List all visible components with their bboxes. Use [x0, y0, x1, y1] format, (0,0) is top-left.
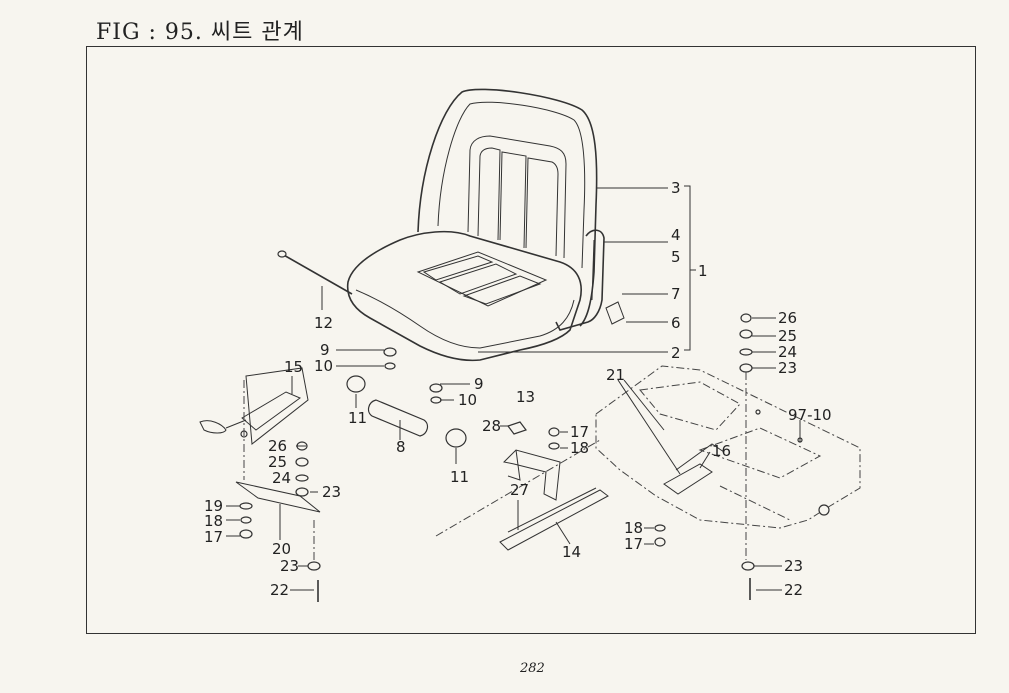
callout-18a: 18 — [204, 512, 223, 530]
callout-7: 7 — [671, 285, 681, 303]
callout-25b: 25 — [778, 327, 797, 345]
callout-8: 8 — [396, 438, 406, 456]
frame-97-10 — [595, 365, 861, 529]
washer-18 — [548, 442, 560, 450]
nut-stack-right — [654, 313, 755, 600]
callout-14: 14 — [562, 543, 581, 561]
callout-97-10: 97-10 — [788, 406, 832, 424]
callout-13: 13 — [516, 388, 535, 406]
bracket-27 — [502, 421, 561, 501]
rail-14 — [435, 439, 609, 551]
callout-10a: 10 — [314, 357, 333, 375]
callout-16: 16 — [712, 442, 731, 460]
callout-9a: 9 — [320, 341, 330, 359]
callout-11b: 11 — [450, 468, 469, 486]
bolt-12 — [277, 250, 353, 295]
nut-17 — [548, 427, 560, 437]
washer-9a — [383, 347, 397, 357]
callout-12: 12 — [314, 314, 333, 332]
bracket-15 — [199, 367, 309, 445]
washer-9b — [429, 383, 443, 393]
leader-lines — [226, 185, 801, 591]
callout-1: 1 — [698, 262, 708, 280]
callout-18b: 18 — [570, 439, 589, 457]
callout-23c: 23 — [778, 359, 797, 377]
callout-23a: 23 — [322, 483, 341, 501]
figure-title: FIG : 95. 씨트 관계 — [96, 20, 304, 45]
plate-20 — [235, 380, 321, 513]
callout-23b: 23 — [280, 557, 299, 575]
callout-24a: 24 — [272, 469, 291, 487]
damper-8 — [346, 375, 467, 448]
callout-28: 28 — [482, 417, 501, 435]
page-number: 282 — [520, 661, 545, 676]
washer-10a — [384, 362, 396, 370]
callout-2: 2 — [671, 344, 681, 362]
callout-17a: 17 — [204, 528, 223, 546]
diagram-frame — [86, 46, 976, 634]
callout-18c: 18 — [624, 519, 643, 537]
callout-19: 19 — [204, 497, 223, 515]
callout-24b: 24 — [778, 343, 797, 361]
callout-17c: 17 — [624, 535, 643, 553]
callout-20: 20 — [272, 540, 291, 558]
callout-25a: 25 — [268, 453, 287, 471]
callout-11a: 11 — [348, 409, 367, 427]
seat-assembly — [346, 88, 625, 362]
callout-5: 5 — [671, 248, 681, 266]
callout-10b: 10 — [458, 391, 477, 409]
callout-27: 27 — [510, 481, 529, 499]
nut-stack-left — [239, 441, 321, 602]
callout-9b: 9 — [474, 375, 484, 393]
callout-17b: 17 — [570, 423, 589, 441]
callout-15: 15 — [284, 358, 303, 376]
callout-22b: 22 — [784, 581, 803, 599]
callout-22a: 22 — [270, 581, 289, 599]
callout-26a: 26 — [268, 437, 287, 455]
callout-23d: 23 — [784, 557, 803, 575]
callout-26b: 26 — [778, 309, 797, 327]
callout-4: 4 — [671, 226, 681, 244]
callout-21: 21 — [606, 366, 625, 384]
callout-6: 6 — [671, 314, 681, 332]
callout-labels: 3 4 5 1 7 6 2 12 9 10 9 10 13 15 11 8 11… — [204, 179, 832, 599]
washer-10b — [430, 396, 442, 404]
callout-3: 3 — [671, 179, 681, 197]
